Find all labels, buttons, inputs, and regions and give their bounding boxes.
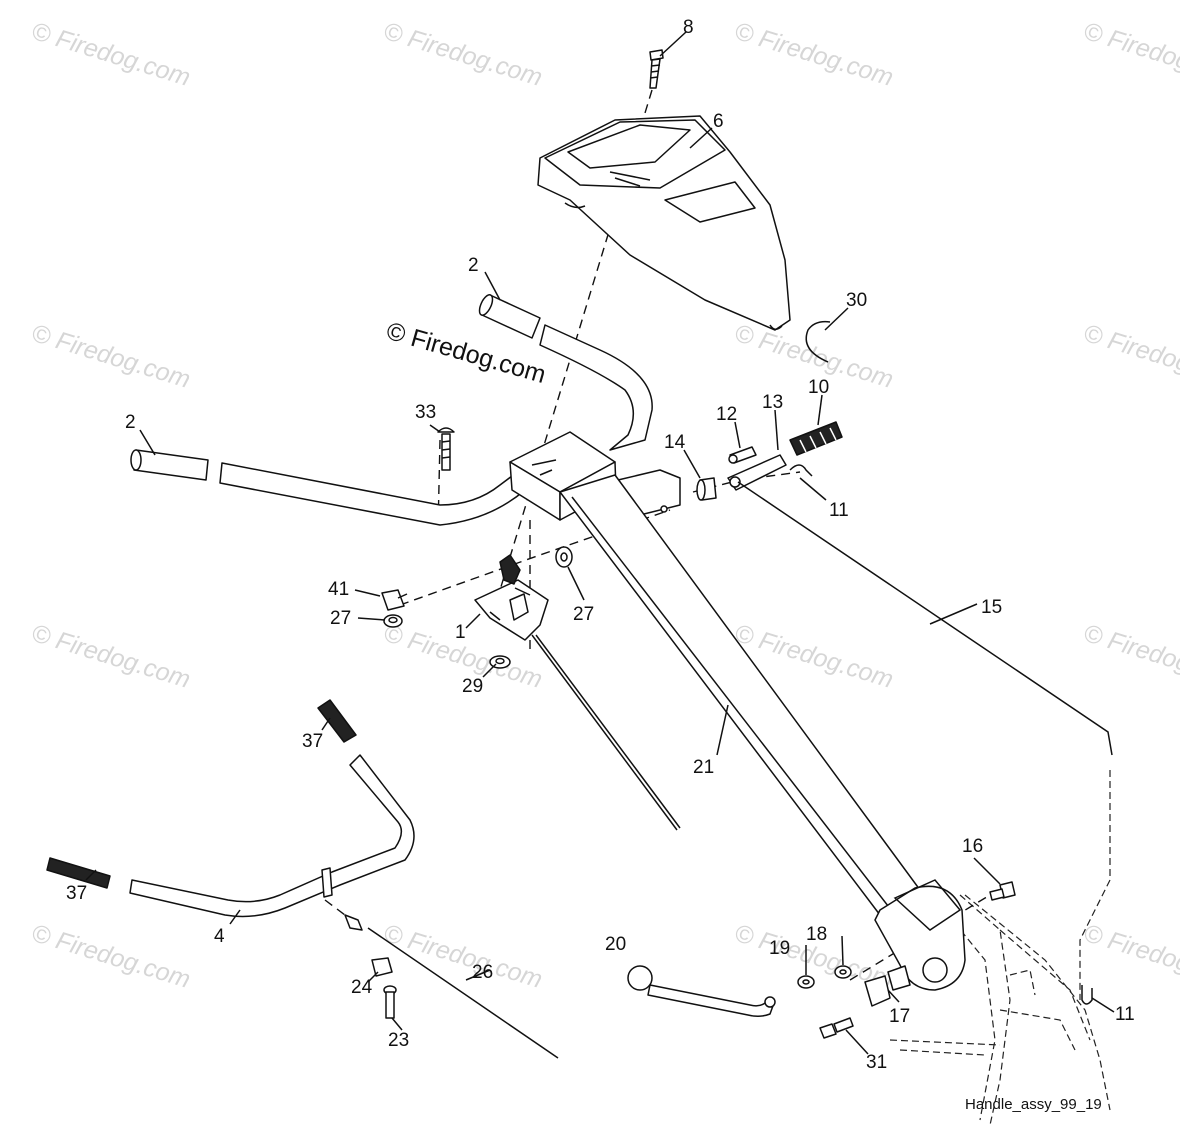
callout-10: 10 <box>808 377 829 398</box>
watermark: © Firedog.com <box>380 17 545 92</box>
watermark: © Firedog.com <box>731 17 896 92</box>
hex-nut-27-right <box>555 546 573 568</box>
callout-37: 37 <box>302 731 323 752</box>
cable-clip-41 <box>381 589 408 611</box>
spacer-17 <box>864 965 911 1007</box>
callout-24: 24 <box>351 977 373 998</box>
hex-nut-27-left <box>383 614 403 628</box>
callout-14: 14 <box>664 432 686 453</box>
control-cable-26 <box>344 914 559 1059</box>
watermark: © Firedog.com <box>1080 17 1180 92</box>
leader-lines <box>85 31 1115 1055</box>
grip-37-lower <box>46 857 111 889</box>
callout-15: 15 <box>981 597 1002 618</box>
shift-arm-20 <box>627 965 776 1018</box>
callout-2: 2 <box>468 255 479 276</box>
control-bracket-1 <box>474 554 681 831</box>
callout-8: 8 <box>683 17 694 38</box>
handle-tube-21 <box>559 474 966 991</box>
watermark: © Firedog.com <box>28 919 193 994</box>
watermark: © Firedog.com <box>28 619 193 694</box>
callout-12: 12 <box>716 404 737 425</box>
callout-21: 21 <box>693 757 714 778</box>
shift-lever-13 <box>727 454 787 491</box>
callout-labels: 8 6 2 30 2 33 12 13 10 14 11 41 27 1 27 … <box>66 17 1135 1073</box>
handle-panel-cover <box>537 115 791 331</box>
watermark: © Firedog.com <box>1080 319 1180 394</box>
callout-37: 37 <box>66 883 87 904</box>
callout-41: 41 <box>328 579 349 600</box>
callout-20: 20 <box>605 934 626 955</box>
callout-30: 30 <box>846 290 867 311</box>
shift-rod-15 <box>737 481 1113 756</box>
callout-31: 31 <box>866 1052 887 1073</box>
handle-grip-lower <box>130 449 209 481</box>
bolt-31 <box>819 1017 854 1039</box>
callout-2: 2 <box>125 412 136 433</box>
watermark: © Firedog.com <box>1080 919 1180 994</box>
callout-33: 33 <box>415 402 436 423</box>
callout-16: 16 <box>962 836 983 857</box>
callout-4: 4 <box>214 926 225 947</box>
lever-grip-10 <box>789 421 843 456</box>
clamp-24 <box>371 957 393 977</box>
washer-19 <box>797 975 815 989</box>
callout-18: 18 <box>806 924 827 945</box>
diagram-caption: Handle_assy_99_19 <box>965 1096 1102 1113</box>
spacer-14 <box>696 477 717 501</box>
bolt-23 <box>383 985 397 1019</box>
callout-27: 27 <box>330 608 351 629</box>
watermark: © Firedog.com <box>28 17 193 92</box>
screw-8 <box>649 49 664 89</box>
callout-26: 26 <box>472 962 493 983</box>
nut-18 <box>834 965 852 979</box>
callout-17: 17 <box>889 1006 910 1027</box>
callout-13: 13 <box>762 392 783 413</box>
shoulder-bolt-12 <box>728 446 757 464</box>
lower-handle-4 <box>129 754 415 918</box>
callout-11: 11 <box>1115 1004 1135 1025</box>
watermark: © Firedog.com <box>28 319 193 394</box>
callout-11: 11 <box>829 500 849 521</box>
retaining-clip-30 <box>805 320 831 363</box>
bolt-16 <box>989 881 1016 901</box>
watermark: © Firedog.com <box>380 919 545 994</box>
carriage-bolt-33 <box>437 427 455 471</box>
callout-29: 29 <box>462 676 483 697</box>
callout-23: 23 <box>388 1030 409 1051</box>
hairpin-clip-11-lower <box>1081 985 1093 1005</box>
callout-19: 19 <box>769 938 790 959</box>
hairpin-clip-11-upper <box>789 464 813 477</box>
callout-27: 27 <box>573 604 594 625</box>
callout-1: 1 <box>455 622 466 643</box>
callout-6: 6 <box>713 111 724 132</box>
grip-37-upper <box>317 699 357 743</box>
watermark: © Firedog.com <box>1080 619 1180 694</box>
handle-grip-upper <box>478 294 541 339</box>
